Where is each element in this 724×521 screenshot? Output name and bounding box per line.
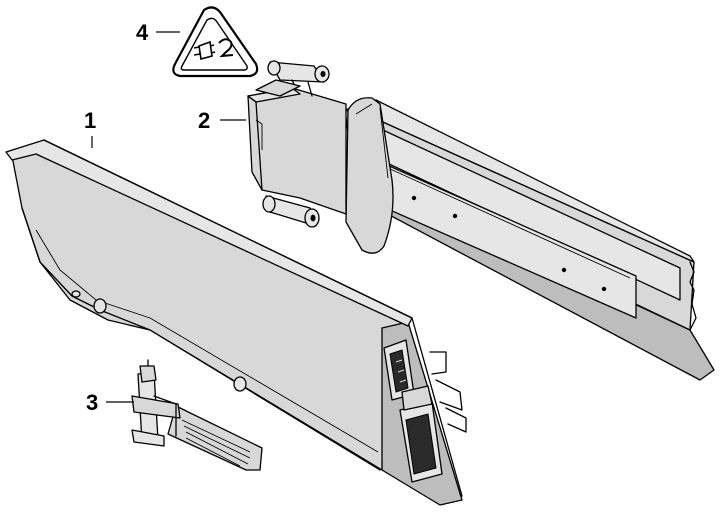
- part-3-clip: [131, 359, 263, 471]
- esd-warning-icon: [172, 6, 259, 78]
- part-1-control-unit: [5, 139, 467, 506]
- callout-3: 3: [86, 390, 98, 415]
- callout-2: 2: [198, 108, 210, 133]
- callout-4: 4: [136, 20, 149, 45]
- callout-1: 1: [84, 108, 96, 133]
- part-2-bracket: [247, 60, 715, 381]
